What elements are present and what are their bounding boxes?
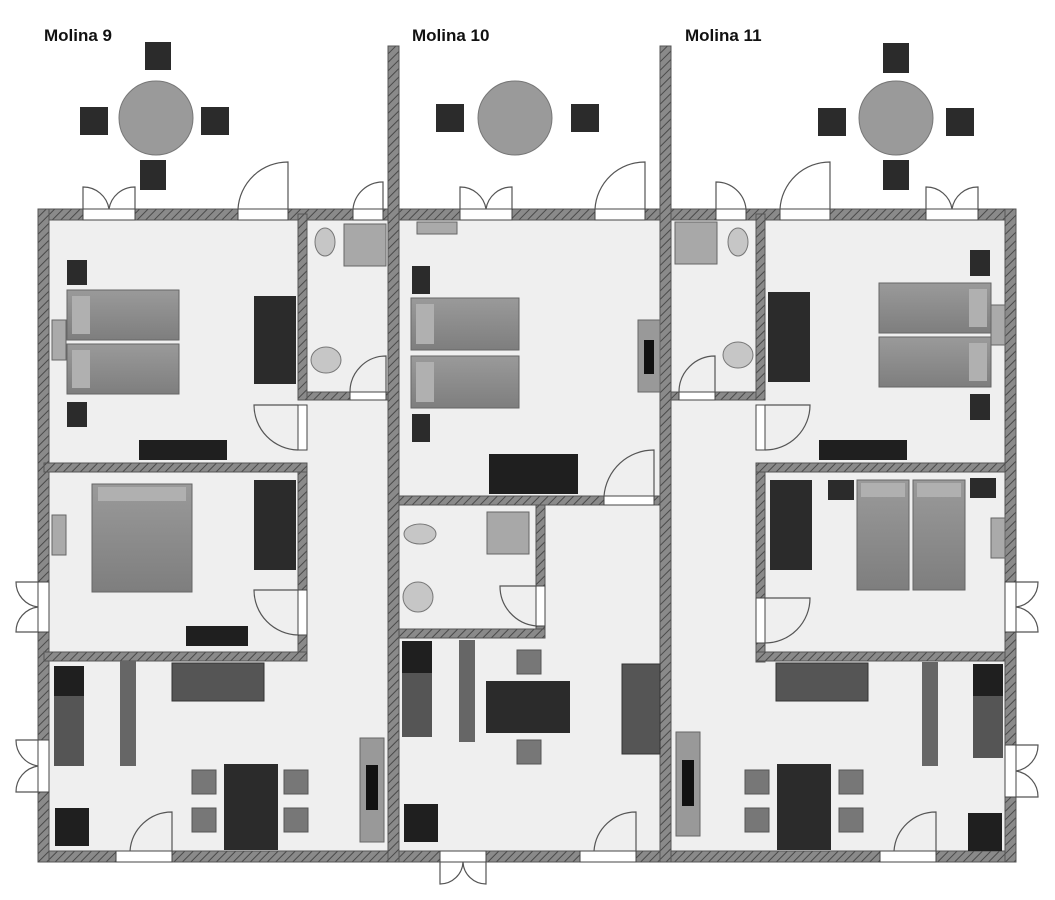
molina-9-bathroom bbox=[310, 223, 387, 374]
unit-label-molina-9: Molina 9 bbox=[44, 26, 113, 45]
molina-11-bathroom bbox=[674, 221, 754, 369]
door-swings bbox=[15, 161, 1039, 885]
molina-11-living-kitchen bbox=[744, 662, 1003, 851]
molina-10-living-kitchen bbox=[402, 640, 701, 842]
molina-11-bedroom-1 bbox=[768, 250, 1006, 460]
molina-11-bedroom-2 bbox=[770, 478, 1006, 591]
unit-label-molina-11: Molina 11 bbox=[685, 26, 762, 45]
outdoor-dining-set-10 bbox=[436, 80, 599, 156]
molina-10-bedroom bbox=[410, 221, 661, 494]
windows bbox=[37, 208, 1017, 863]
unit-label-molina-10: Molina 10 bbox=[412, 26, 490, 45]
molina-9-bedroom-2 bbox=[51, 480, 296, 646]
walls bbox=[37, 45, 1017, 863]
outdoor-dining-set-11 bbox=[818, 43, 974, 190]
outdoor-dining-set-9 bbox=[80, 42, 229, 190]
molina-9-living-kitchen bbox=[54, 661, 385, 850]
molina-10-bathroom bbox=[402, 511, 530, 613]
molina-9-bedroom-1 bbox=[51, 260, 296, 460]
